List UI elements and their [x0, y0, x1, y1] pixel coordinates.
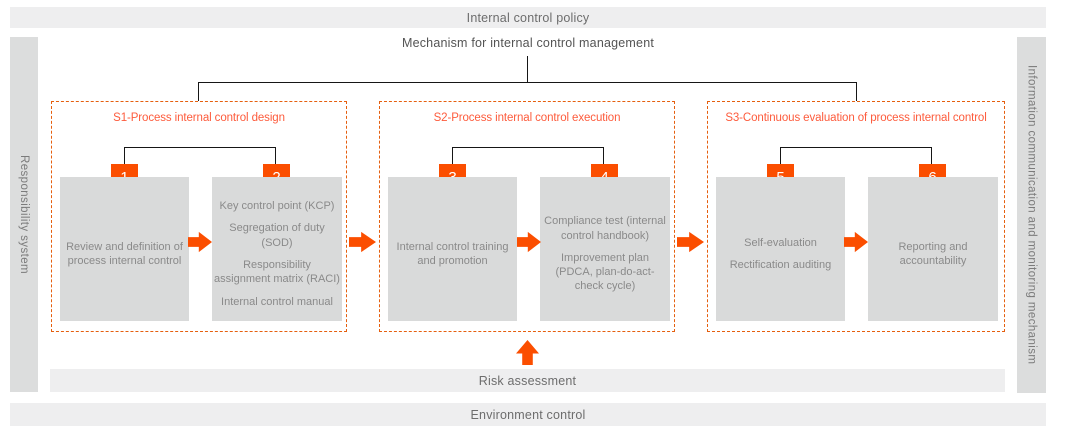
- step-2-text: Responsibility assignment matrix (RACI): [214, 259, 340, 286]
- section-s2-step-connector: [452, 147, 604, 164]
- step-5-text: Self-evaluation: [744, 236, 817, 249]
- section-s1-title: S1-Process internal control design: [113, 112, 285, 124]
- step-1-text: Review and definition of process interna…: [66, 240, 183, 267]
- step-5-text: Rectification auditing: [729, 259, 832, 271]
- internal-control-policy-bar: Internal control policy: [10, 7, 1046, 28]
- connector-drop-s1: [198, 82, 199, 101]
- step-2-box: Key control point (KCP) Segregation of d…: [212, 177, 342, 321]
- section-s3-title: S3-Continuous evaluation of process inte…: [725, 112, 987, 124]
- section-s1-step-connector: [124, 147, 276, 164]
- information-communication-label: Information communication and monitoring…: [1025, 65, 1038, 365]
- risk-assessment-label: Risk assessment: [478, 373, 577, 388]
- responsibility-system-label: Responsibility system: [18, 155, 30, 274]
- step-6-box: Reporting and accountability: [868, 177, 998, 321]
- step-4-text: Compliance test (internal control handbo…: [544, 215, 666, 242]
- internal-control-policy-label: Internal control policy: [466, 10, 590, 25]
- section-s2-title: S2-Process internal control execution: [433, 112, 621, 124]
- step-2-text: Segregation of duty (SOD): [229, 222, 325, 249]
- mechanism-heading: Mechanism for internal control managemen…: [401, 36, 655, 50]
- environment-control-label: Environment control: [470, 407, 586, 422]
- step-3-text: Internal control training and promotion: [396, 240, 509, 267]
- arrow-s1-to-s2-icon: [349, 231, 376, 253]
- step-1-box: Review and definition of process interna…: [60, 177, 189, 321]
- connector-stem: [527, 56, 528, 82]
- arrow-s2-to-s3-icon: [677, 231, 704, 253]
- environment-control-bar: Environment control: [10, 403, 1046, 426]
- section-s2: S2-Process internal control execution 3 …: [379, 101, 675, 332]
- step-2-text: Key control point (KCP): [219, 200, 335, 213]
- risk-assessment-bar: Risk assessment: [50, 369, 1005, 392]
- connector-drop-s3: [856, 82, 857, 101]
- step-4-text: Improvement plan (PDCA, plan-do-act-chec…: [555, 251, 655, 293]
- step-2-text: Internal control manual: [221, 295, 333, 308]
- connector-crossbar: [198, 82, 857, 83]
- section-s3-step-connector: [780, 147, 932, 164]
- section-s3: S3-Continuous evaluation of process inte…: [707, 101, 1005, 332]
- section-s1: S1-Process internal control design 1 2 R…: [51, 101, 347, 332]
- step-6-text: Reporting and accountability: [898, 240, 968, 267]
- step-4-box: Compliance test (internal control handbo…: [540, 177, 670, 321]
- responsibility-system-bar: Responsibility system: [10, 37, 38, 392]
- information-communication-bar: Information communication and monitoring…: [1017, 37, 1046, 393]
- arrow-risk-to-s2-icon: [516, 340, 539, 365]
- step-3-box: Internal control training and promotion: [388, 177, 517, 321]
- step-5-box: Self-evaluation Rectification auditing: [716, 177, 845, 321]
